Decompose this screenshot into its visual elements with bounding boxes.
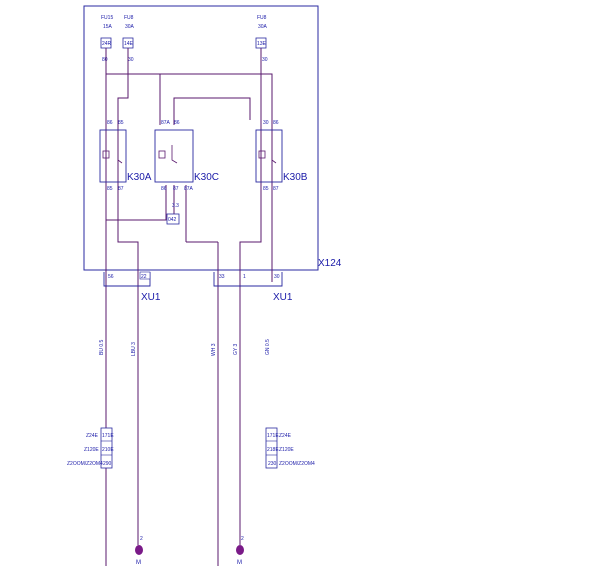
svg-text:FU8: FU8 [257, 15, 267, 21]
svg-text:K30C: K30C [194, 172, 219, 183]
svg-text:87A: 87A [161, 120, 171, 126]
svg-text:1: 1 [243, 274, 246, 280]
svg-text:86: 86 [107, 120, 113, 126]
box-frame [83, 5, 319, 271]
svg-text:14E: 14E [124, 41, 134, 47]
svg-text:86: 86 [161, 186, 167, 192]
svg-text:218E: 218E [267, 447, 279, 453]
svg-text:171E: 171E [102, 433, 114, 439]
box-label: X124 [318, 258, 342, 269]
svg-text:171E: 171E [267, 433, 279, 439]
relay-k30c: 87A 86 86 87 87A K30C 3.3 042 [154, 120, 219, 225]
svg-text:Z24E: Z24E [279, 433, 292, 439]
svg-text:30A: 30A [125, 24, 135, 30]
svg-text:FU15: FU15 [101, 15, 113, 21]
svg-text:K30B: K30B [283, 172, 308, 183]
relay-k30b: 30 86 85 87 K30B [255, 120, 308, 192]
svg-text:042: 042 [168, 217, 177, 223]
motor-left: 2 M [135, 536, 143, 566]
svg-text:Z2OOM/Z2OM4: Z2OOM/Z2OM4 [67, 461, 103, 467]
motor-right: 2 M [236, 536, 244, 566]
svg-text:24R: 24R [102, 41, 112, 47]
svg-text:87: 87 [273, 186, 279, 192]
wire-labels: BU 0.5 LBU 3 WH 3 GY 3 GN 0.5 [99, 339, 271, 356]
svg-text:FU8: FU8 [124, 15, 134, 21]
svg-text:Z24E: Z24E [86, 433, 99, 439]
svg-text:87: 87 [118, 186, 124, 192]
wires [105, 48, 273, 566]
svg-text:2: 2 [241, 536, 244, 542]
svg-text:Z120E: Z120E [279, 447, 294, 453]
svg-text:M: M [237, 560, 242, 566]
svg-text:Z120E: Z120E [84, 447, 99, 453]
svg-text:30: 30 [128, 57, 134, 63]
svg-text:3.3: 3.3 [172, 203, 179, 209]
svg-text:86: 86 [273, 120, 279, 126]
svg-text:GN 0.5: GN 0.5 [265, 339, 271, 355]
svg-text:2: 2 [140, 536, 143, 542]
svg-text:30: 30 [263, 120, 269, 126]
splice-left: 171E 210E 290 Z24E Z120E Z2OOM/Z2OM4 [67, 427, 114, 469]
connector-xu1: 56 22 33 1 30 XU1 XU1 [103, 271, 293, 303]
svg-text:87: 87 [173, 186, 179, 192]
svg-text:13E: 13E [257, 41, 267, 47]
fuse-3: FU8 30A 13E 30 [255, 15, 268, 63]
svg-text:85: 85 [263, 186, 269, 192]
svg-text:80: 80 [102, 57, 108, 63]
svg-text:210E: 210E [102, 447, 114, 453]
svg-text:85: 85 [107, 186, 113, 192]
svg-text:30: 30 [274, 274, 280, 280]
svg-text:15A: 15A [103, 24, 113, 30]
svg-text:M: M [136, 560, 141, 566]
svg-text:XU1: XU1 [273, 292, 293, 303]
svg-text:WH 3: WH 3 [211, 343, 217, 356]
svg-text:Z2OOM/Z2OM4: Z2OOM/Z2OM4 [279, 461, 315, 467]
fuse-1: FU15 15A 24R 80 [100, 15, 113, 63]
svg-text:BU 0.5: BU 0.5 [99, 339, 105, 355]
svg-text:30A: 30A [258, 24, 268, 30]
svg-text:86: 86 [174, 120, 180, 126]
svg-text:230: 230 [268, 461, 277, 467]
svg-text:33: 33 [219, 274, 225, 280]
svg-text:87A: 87A [184, 186, 194, 192]
svg-text:22: 22 [141, 274, 147, 280]
relay-k30a: 86 85 85 87 K30A [99, 120, 152, 192]
svg-text:GY 3: GY 3 [233, 343, 239, 355]
svg-text:XU1: XU1 [141, 292, 161, 303]
svg-text:K30A: K30A [127, 172, 152, 183]
fuse-2: FU8 30A 14E 30 [122, 15, 135, 63]
svg-text:85: 85 [118, 120, 124, 126]
svg-text:56: 56 [108, 274, 114, 280]
svg-text:LBU 3: LBU 3 [131, 342, 137, 356]
svg-text:290: 290 [103, 461, 112, 467]
splice-right: 171E 218E 230 Z24E Z120E Z2OOM/Z2OM4 [265, 427, 315, 469]
svg-text:30: 30 [262, 57, 268, 63]
